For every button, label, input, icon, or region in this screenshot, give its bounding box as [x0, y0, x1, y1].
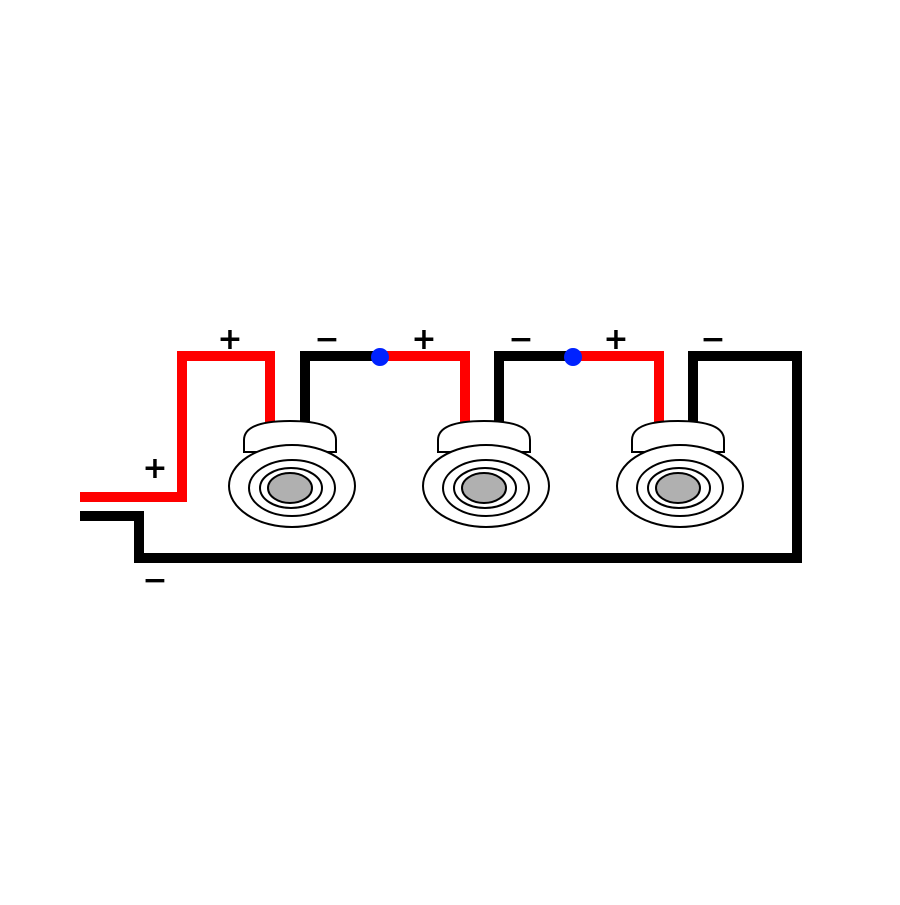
light-1-plus-label: +	[217, 322, 242, 357]
light-1-minus-label: −	[314, 322, 339, 357]
junction-dot-2	[564, 348, 582, 366]
light-2-downlight	[422, 419, 550, 528]
light-2-plus-label: +	[411, 322, 436, 357]
downlight-housing	[243, 419, 337, 453]
return-negative-wire	[80, 351, 802, 563]
downlight-lens	[461, 472, 507, 504]
downlight-lens	[655, 472, 701, 504]
light-3-plus-label: +	[603, 322, 628, 357]
link-wire-2-positive	[573, 351, 664, 425]
link-wire-1-positive	[380, 351, 470, 425]
light-1-downlight	[228, 419, 356, 528]
light-3-minus-label: −	[700, 322, 725, 357]
link-wire-1-negative	[300, 351, 380, 425]
link-wire-2-negative	[494, 351, 573, 425]
input-minus-label: −	[142, 563, 167, 598]
input-plus-label: +	[142, 451, 167, 486]
downlight-housing	[437, 419, 531, 453]
input-positive-wire	[80, 351, 275, 502]
downlight-lens	[267, 472, 313, 504]
light-3-downlight	[616, 419, 744, 528]
light-2-minus-label: −	[508, 322, 533, 357]
downlight-housing	[631, 419, 725, 453]
junction-dot-1	[371, 348, 389, 366]
